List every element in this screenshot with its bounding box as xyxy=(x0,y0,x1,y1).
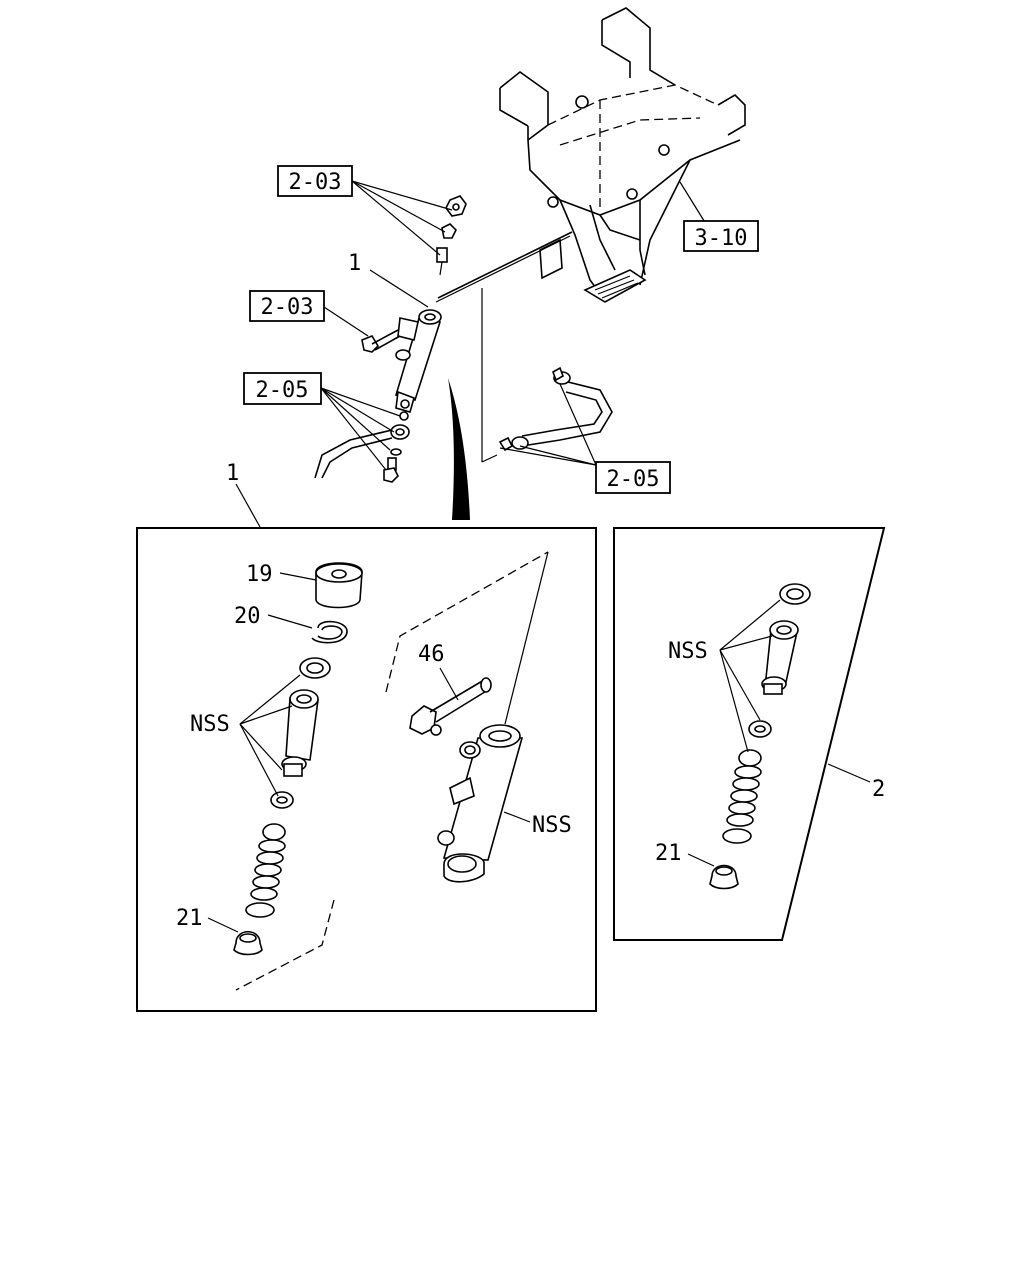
fasteners-top xyxy=(436,195,467,276)
spring-right xyxy=(722,749,762,844)
leader-3-10 xyxy=(679,181,707,225)
label-part-1-top: 1 xyxy=(348,251,361,276)
label-nss-body: NSS xyxy=(532,813,572,838)
hose-fittings-left xyxy=(314,411,410,483)
label-nss-right: NSS xyxy=(668,639,708,664)
label-part-20: 20 xyxy=(234,604,261,629)
seal-stack-right xyxy=(748,583,811,738)
svg-text:2-05: 2-05 xyxy=(256,378,309,403)
ref-box-2-05-right[interactable]: 2-05 xyxy=(595,461,671,494)
part-19-boot xyxy=(315,562,363,609)
master-cylinder-top xyxy=(394,309,442,413)
spring-left xyxy=(245,823,286,918)
bolt-mid xyxy=(361,329,401,353)
svg-text:3-10: 3-10 xyxy=(695,226,748,251)
label-part-1-panel: 1 xyxy=(226,461,239,486)
panel-kit-2 xyxy=(613,527,886,941)
label-part-21-left: 21 xyxy=(176,906,203,931)
label-nss-left: NSS xyxy=(190,712,230,737)
part-20-snap-ring xyxy=(311,620,348,644)
ref-box-2-05-left[interactable]: 2-05 xyxy=(243,372,322,405)
ref-box-3-10[interactable]: 3-10 xyxy=(683,220,759,252)
label-part-19: 19 xyxy=(246,562,273,587)
ref-box-2-03-top[interactable]: 2-03 xyxy=(277,165,353,197)
label-part-21-right: 21 xyxy=(655,841,682,866)
label-part-46: 46 xyxy=(418,642,445,667)
label-part-2-panel: 2 xyxy=(872,777,885,802)
pedal-bracket-assembly xyxy=(499,7,746,303)
leaders-upper xyxy=(320,180,597,471)
part-46-fitting xyxy=(409,677,492,736)
hose-right xyxy=(498,366,613,452)
part-21-cap-right xyxy=(709,864,739,890)
detail-arrow xyxy=(448,378,470,520)
cylinder-body xyxy=(437,724,524,883)
ref-box-2-03-mid[interactable]: 2-03 xyxy=(249,290,325,322)
push-rod xyxy=(437,231,573,299)
svg-text:2-03: 2-03 xyxy=(261,295,314,320)
svg-text:2-05: 2-05 xyxy=(607,467,660,492)
panel-kit-1 xyxy=(136,527,597,1012)
group-bracket-left xyxy=(235,899,335,991)
svg-text:2-03: 2-03 xyxy=(289,170,342,195)
seal-stack-left xyxy=(270,657,331,809)
group-bracket-body xyxy=(385,551,549,693)
part-21-cap-left xyxy=(233,930,263,956)
